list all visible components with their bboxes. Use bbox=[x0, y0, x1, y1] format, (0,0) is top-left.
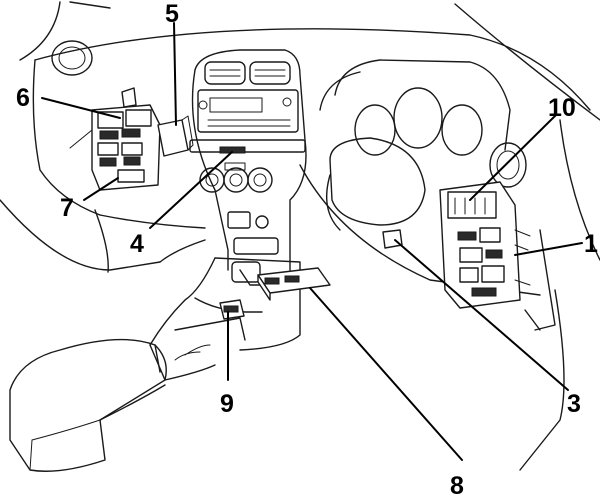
callout-5: 5 bbox=[165, 0, 179, 28]
leader-line-10 bbox=[469, 114, 557, 201]
leader-line-3 bbox=[394, 239, 569, 391]
callout-10: 10 bbox=[548, 94, 576, 122]
part-lower-ecu bbox=[257, 267, 331, 301]
center-stack bbox=[189, 49, 307, 271]
part-relay-module bbox=[157, 115, 194, 157]
callout-4: 4 bbox=[130, 230, 144, 258]
part-console-connector bbox=[219, 299, 245, 320]
leader-lines bbox=[41, 22, 583, 461]
leader-line-8 bbox=[309, 287, 463, 461]
leader-line-6 bbox=[41, 97, 121, 119]
dashboard-outline bbox=[0, 1, 600, 471]
leader-line-5 bbox=[173, 22, 177, 126]
callout-labels: 1 3 4 5 6 7 8 9 10 bbox=[16, 0, 598, 500]
part-left-junction-block bbox=[69, 87, 161, 191]
callout-8: 8 bbox=[450, 472, 464, 500]
part-right-junction-block bbox=[439, 181, 531, 309]
leader-line-4 bbox=[149, 151, 233, 229]
leader-line-1 bbox=[514, 242, 583, 256]
callout-1: 1 bbox=[584, 230, 598, 258]
callout-6: 6 bbox=[16, 84, 30, 112]
callout-9: 9 bbox=[220, 390, 234, 418]
center-console bbox=[9, 257, 301, 472]
callout-7: 7 bbox=[60, 194, 74, 222]
leader-line-7 bbox=[83, 177, 119, 201]
callout-3: 3 bbox=[567, 390, 581, 418]
part-connector bbox=[382, 229, 403, 249]
instrument-cluster bbox=[319, 59, 511, 231]
